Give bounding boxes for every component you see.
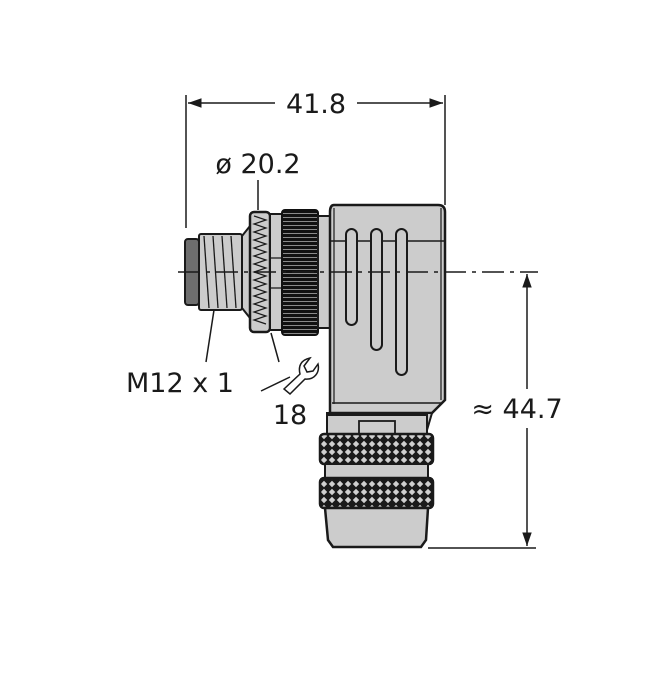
width-dimension: 41.8: [185, 89, 446, 228]
wrench-callout: 18: [260, 332, 320, 431]
thread-callout: M12 x 1: [126, 309, 234, 399]
cable-gland: [318, 432, 435, 549]
diameter-dimension: ø 20.2: [215, 149, 301, 210]
wrench-icon: [282, 356, 320, 396]
height-label: ≈ 44.7: [471, 394, 562, 425]
height-dimension: ≈ 44.7: [428, 274, 563, 549]
angled-housing: [326, 203, 447, 436]
thread-label: M12 x 1: [126, 368, 234, 399]
width-dimension-label: 41.8: [286, 89, 346, 120]
wrench-size-label: 18: [273, 400, 307, 431]
diameter-label: ø 20.2: [215, 149, 300, 180]
